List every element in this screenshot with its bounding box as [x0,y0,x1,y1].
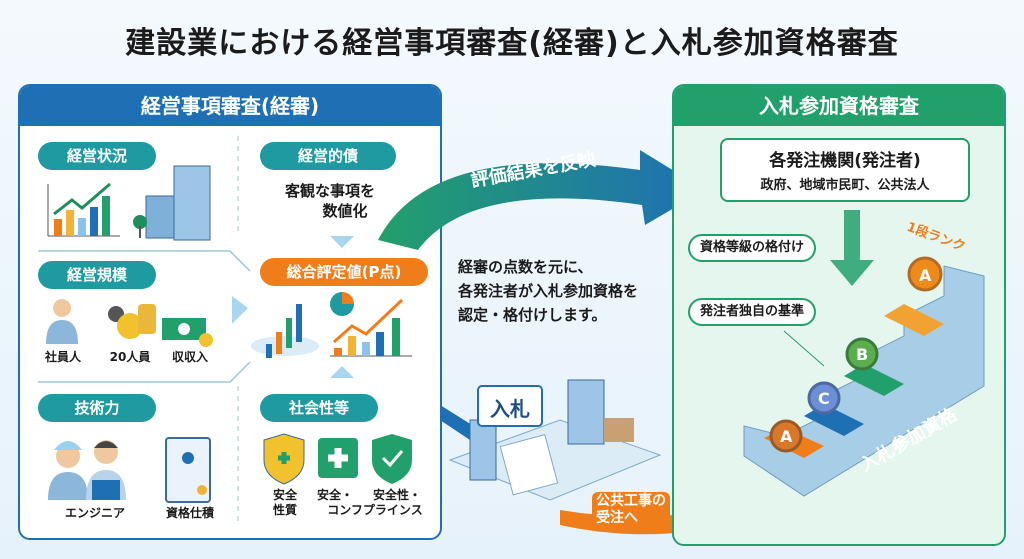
category-objective: 経営的債 [260,142,396,170]
keishin-panel: 経営事項審査(経審) [18,84,442,540]
arrow-up-icon [330,366,354,378]
rank-badge-a: A [780,427,793,446]
description-line-3: 認定・格付けします。 [458,306,607,324]
bid-qualification-header: 入札参加資格審査 [674,86,1004,126]
description-line-2: 各発注者が入札参加資格を [458,282,639,300]
engineer-icons [48,437,211,503]
agency-box: 各発注機関(発注者) 政府、地域市民町、公共法人 [720,138,970,202]
reflect-arrow [378,150,705,250]
arrow-down-icon [330,236,354,248]
social-label-compliance: コンフプラインス [327,503,423,517]
grading-label: 資格等級の格付け [688,234,817,262]
page-title: 建設業における経営事項審査(経審)と入札参加資格審査 [125,26,899,61]
bid-sign: 入札 [490,397,530,421]
bid-qualification-panel: 入札参加資格審査 各発注機関(発注者) 政府、地域市民町、公共法人 A B C … [672,84,1006,546]
score-chart-icon [251,292,412,358]
order-line-1: 公共工事の [596,493,666,509]
own-criteria-label: 発注者独自の基準 [688,298,817,326]
growth-chart-icon [47,182,120,237]
order-line-2: 受注へ [596,510,638,526]
agency-sub: 政府、地域市民町、公共法人 [760,178,930,193]
social-label-2: 安全・ [316,488,353,502]
social-label-3: 安全性・ [372,488,421,502]
rank-badge-b: B [856,345,869,364]
middle-description: 経審の点数を元に、 各発注者が入札参加資格を 認定・格付けします。 [458,255,638,327]
keishin-header: 経営事項審査(経審) [20,86,440,126]
category-social: 社会性等 [260,394,378,422]
category-management-status: 経営状況 [38,142,156,170]
tech-label-engineer: エンジニア [64,506,125,520]
score-badge: 総合評定値(P点) [260,258,428,286]
scale-label-employees: 社員人 [44,350,81,364]
social-label-1a: 安全 [272,488,297,502]
arrow-right-icon [232,296,248,324]
stairs-illustration [743,210,985,497]
agency-title: 各発注機関(発注者) [769,151,921,171]
scale-label-revenue: 収収入 [171,350,208,364]
panel-dividers [38,136,412,526]
objective-text: 客観な事項を 数値化 [260,181,400,221]
objective-line-2: 数値化 [322,202,368,220]
description-line-1: 経審の点数を元に、 [458,258,593,276]
scale-label-staff: 20人員 [109,350,151,364]
tech-label-qualification: 資格仕積 [165,506,214,520]
building-icon [133,165,211,241]
rank-badge-c: C [818,389,830,408]
safety-icons [263,433,412,485]
rank-badge-top: A [919,266,932,285]
objective-line-1: 客観な事項を [284,182,375,200]
social-label-1: 安全性質 [260,488,310,518]
social-label-1b: 性質 [272,503,297,517]
category-management-scale: 経営規模 [38,261,156,289]
people-money-icons [46,299,213,347]
arrow-down-icon [830,210,874,286]
order-arrow-label: 公共工事の 受注へ [592,492,670,528]
bid-illustration [448,379,662,501]
category-technical: 技術力 [38,394,156,422]
